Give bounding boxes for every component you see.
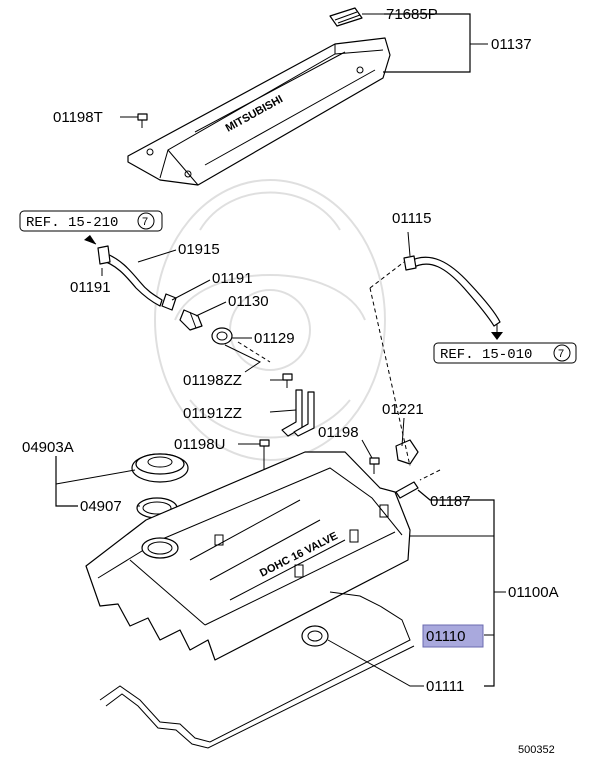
rocker-cover-01100A[interactable]: DOHC 16 VALVE — [85, 451, 411, 661]
flow-arrow-left — [84, 235, 97, 245]
label-01221[interactable]: 01221 — [382, 401, 424, 418]
plug-seal-01110[interactable] — [301, 625, 329, 647]
label-01198[interactable]: 01198 — [318, 424, 359, 441]
label-01198U[interactable]: 01198U — [174, 436, 225, 453]
label-01115[interactable]: 01115 — [392, 210, 432, 227]
figure-code: 500352 — [518, 744, 555, 756]
part-labels: 71685P 01137 01198T 01915 01191 01191 01… — [22, 6, 559, 756]
ref-box-15-010[interactable]: REF. 15-010 7 — [433, 342, 577, 364]
ref-box-15-210[interactable]: REF. 15-210 7 — [19, 210, 163, 232]
breather-hose-01115[interactable] — [403, 255, 501, 327]
stud-01187[interactable] — [395, 481, 419, 499]
bolt-01198ZZ[interactable] — [282, 373, 293, 388]
leader-lines — [55, 13, 506, 687]
label-01191-right[interactable]: 01191 — [212, 270, 253, 287]
ref-text: REF. 15-210 — [26, 215, 118, 231]
routing-lines — [237, 261, 441, 481]
clamp-01191-right[interactable] — [161, 293, 177, 311]
watermark-logo — [154, 179, 386, 461]
label-04903A[interactable]: 04903A — [22, 439, 74, 456]
clamp-01191-left[interactable] — [97, 245, 111, 265]
label-01129[interactable]: 01129 — [254, 330, 295, 347]
ref-text: REF. 15-010 — [440, 347, 532, 363]
grommet-01129[interactable] — [211, 327, 233, 345]
label-01198ZZ[interactable]: 01198ZZ — [183, 372, 242, 389]
label-01100A[interactable]: 01100A — [508, 584, 559, 601]
label-01198T[interactable]: 01198T — [53, 109, 103, 126]
breather-hose-01915[interactable] — [99, 251, 163, 307]
label-01915[interactable]: 01915 — [178, 241, 220, 258]
bracket-01191ZZ[interactable] — [281, 389, 315, 437]
label-01137[interactable]: 01137 — [491, 36, 532, 53]
flow-arrow-down — [491, 324, 503, 340]
label-04907[interactable]: 04907 — [80, 498, 122, 515]
label-71685P[interactable]: 71685P — [386, 6, 438, 23]
oil-filler-cap-04903A[interactable] — [131, 453, 189, 483]
engine-cover[interactable]: MITSUBISHI — [127, 37, 391, 186]
gasket-01111[interactable] — [99, 591, 415, 749]
label-01187[interactable]: 01187 — [430, 493, 471, 510]
label-01191ZZ[interactable]: 01191ZZ — [183, 405, 242, 422]
ref-circle-number: 7 — [558, 348, 564, 360]
pcv-valve-01130[interactable] — [179, 309, 203, 331]
ref-circle-number: 7 — [142, 216, 148, 228]
highlight-01110 — [422, 624, 484, 648]
bolt-01198T[interactable] — [137, 113, 148, 128]
bolt-01198[interactable] — [369, 457, 380, 474]
emblem-part[interactable] — [329, 7, 363, 27]
label-01130[interactable]: 01130 — [228, 293, 269, 310]
label-01191-left[interactable]: 01191 — [70, 279, 111, 296]
label-01110[interactable]: 01110 — [426, 628, 466, 645]
label-01111[interactable]: 01111 — [426, 678, 464, 695]
